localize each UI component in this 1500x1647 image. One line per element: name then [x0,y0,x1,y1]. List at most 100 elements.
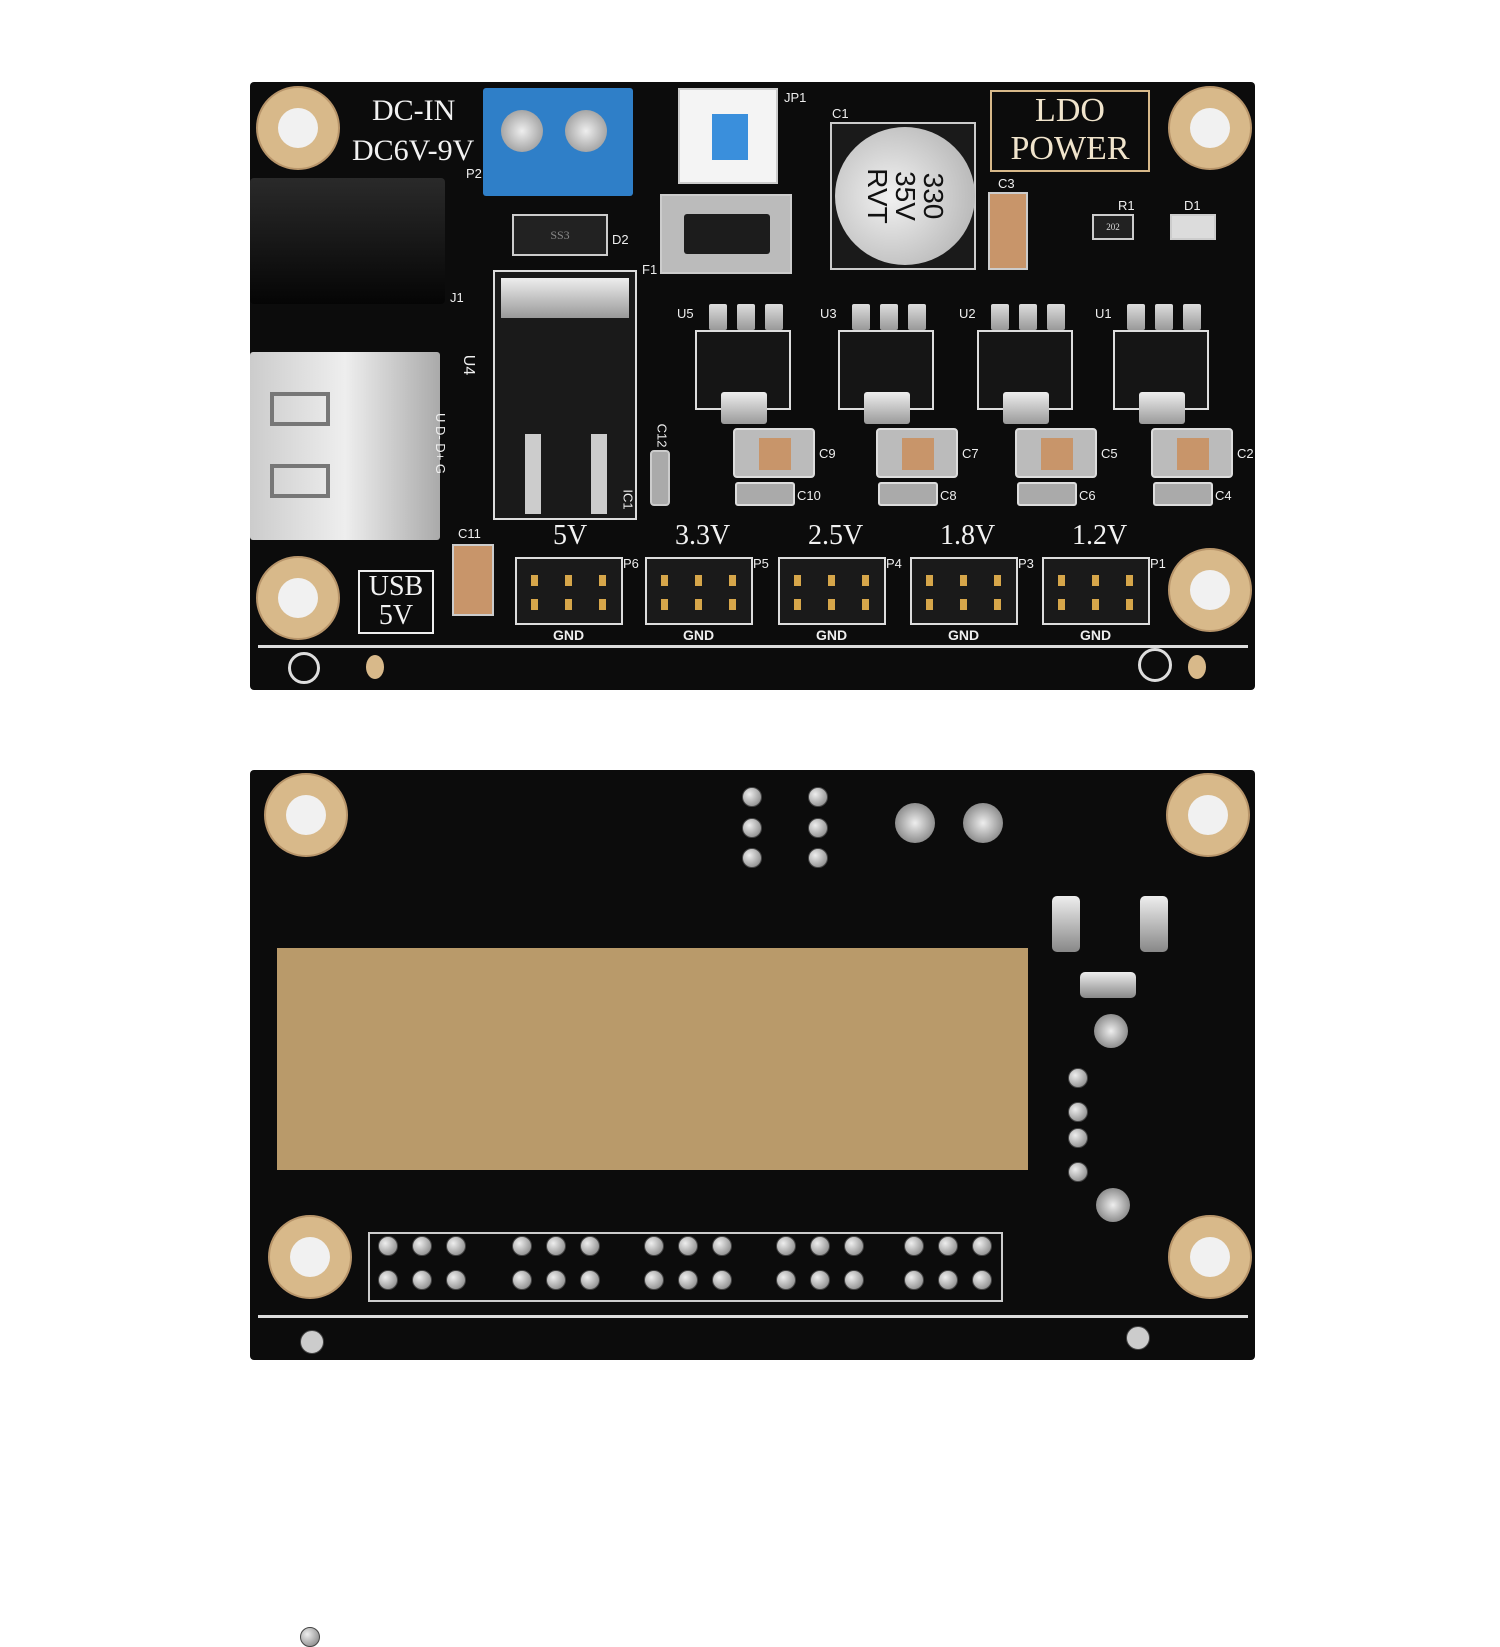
c11-label: C11 [458,526,481,541]
header-solder-joint [972,1236,992,1256]
dc-range-label: DC6V-9V [352,134,475,167]
power-switch[interactable] [678,88,778,184]
header-pin[interactable] [565,575,572,586]
mounting-hole [1168,1215,1252,1299]
usb-slot [270,464,330,498]
capacitor-label: C4 [1215,488,1232,503]
header-pin[interactable] [1058,599,1065,610]
regulator-lead [525,434,541,514]
header-solder-joint [580,1236,600,1256]
p2-label: P2 [466,166,482,181]
usb-label: USB [368,571,424,602]
header-pin[interactable] [960,575,967,586]
solder-joint [963,803,1003,843]
header-pin[interactable] [531,599,538,610]
switch-button[interactable] [712,114,748,160]
header-pin[interactable] [729,575,736,586]
header-solder-joint [844,1270,864,1290]
small-capacitor [1153,482,1213,506]
solder-pad [1052,896,1080,952]
regulator-tab [1003,392,1049,424]
output-pin-header[interactable] [515,557,623,625]
header-pin[interactable] [1126,599,1133,610]
header-pin[interactable] [661,575,668,586]
solder-joint [1068,1068,1088,1088]
output-pin-header[interactable] [1042,557,1150,625]
header-pin[interactable] [1092,599,1099,610]
capacitor-body [902,438,934,470]
dc-jack[interactable] [250,178,445,304]
pin-header-outline [368,1232,1003,1302]
mounting-hole [268,1215,352,1299]
regulator-tab [864,392,910,424]
usb-5v-label: USB 5V [358,570,434,634]
header-pin[interactable] [794,599,801,610]
header-pin[interactable] [599,575,606,586]
bottom-edge-line [258,1315,1248,1318]
j1-label: J1 [450,290,464,305]
output-pin-header[interactable] [910,557,1018,625]
ceramic-capacitor [1151,428,1233,478]
header-solder-joint [972,1270,992,1290]
header-pin[interactable] [661,599,668,610]
header-pin[interactable] [862,599,869,610]
header-ref-label: P5 [753,556,769,571]
output-pin-header[interactable] [645,557,753,625]
electrolytic-capacitor: 330 35V RVT [830,122,976,270]
dc-in-label: DC-IN [372,94,456,127]
output-voltage-label: 2.5V [808,520,864,551]
capacitor-body [1177,438,1209,470]
header-pin[interactable] [960,599,967,610]
edge-hole [300,1330,324,1354]
header-pin[interactable] [994,575,1001,586]
header-pin[interactable] [828,599,835,610]
solder-pad [1140,896,1168,952]
usb-port[interactable] [250,352,440,540]
solder-joint [1096,1188,1130,1222]
header-solder-joint [810,1236,830,1256]
header-pin[interactable] [1126,575,1133,586]
header-solder-joint [412,1236,432,1256]
regulator-pin [991,304,1009,330]
regulator-pin [1019,304,1037,330]
header-pin[interactable] [531,575,538,586]
header-solder-joint [712,1236,732,1256]
header-solder-joint [776,1236,796,1256]
output-pin-header[interactable] [778,557,886,625]
ceramic-capacitor [876,428,958,478]
header-ref-label: P6 [623,556,639,571]
bottom-edge-line [258,645,1248,648]
header-pin[interactable] [794,575,801,586]
header-pin[interactable] [926,575,933,586]
fuse-body [684,214,770,254]
header-solder-joint [546,1236,566,1256]
header-solder-joint [938,1236,958,1256]
capacitor-value: 330 [918,172,949,220]
regulator-lead [591,434,607,514]
header-pin[interactable] [565,599,572,610]
r1-label: R1 [1118,198,1135,213]
capacitor-c12 [650,450,670,506]
header-pin[interactable] [1058,575,1065,586]
header-pin[interactable] [695,575,702,586]
regulator-pin [709,304,727,330]
c3-label: C3 [998,176,1015,191]
screw-icon [501,110,543,152]
solder-joint [1094,1014,1128,1048]
screw-terminal[interactable] [483,88,633,196]
header-pin[interactable] [994,599,1001,610]
header-pin[interactable] [862,575,869,586]
gnd-label: GND [683,627,715,643]
regulator-pin [1155,304,1173,330]
header-pin[interactable] [1092,575,1099,586]
header-pin[interactable] [828,575,835,586]
header-pin[interactable] [599,599,606,610]
5v-label: 5V [378,600,414,631]
mounting-hole [1168,548,1252,632]
small-capacitor [735,482,795,506]
header-pin[interactable] [729,599,736,610]
header-pin[interactable] [926,599,933,610]
header-pin[interactable] [695,599,702,610]
capacitor-label: C6 [1079,488,1096,503]
capacitor-body [759,438,791,470]
